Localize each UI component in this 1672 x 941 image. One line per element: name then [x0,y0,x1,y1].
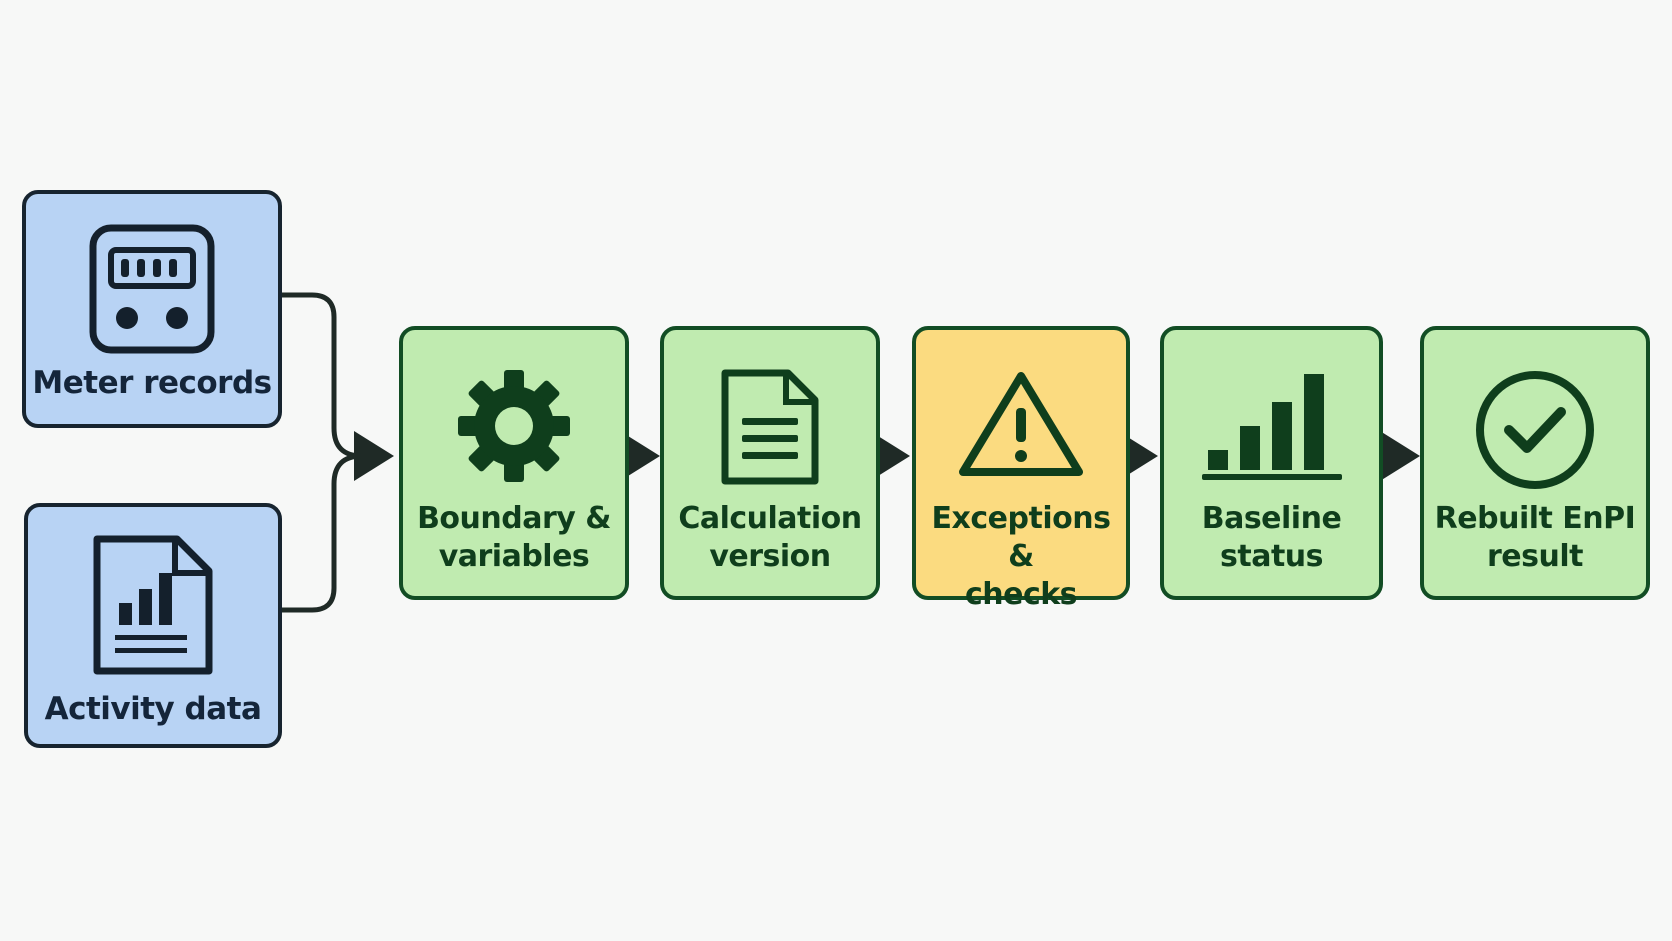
gear-icon [403,368,625,484]
input-label: Activity data [44,691,262,727]
step-label: Boundary & variables [417,501,611,574]
connector-meter-records [282,292,394,481]
step-label: Calculation version [678,501,862,574]
bar-chart-icon [1164,370,1379,482]
step-calculation-version: Calculation version [660,326,880,600]
input-meter-records: Meter records [22,190,282,428]
step-label: Exceptions & checks [931,501,1111,612]
step-baseline-status: Baseline status [1160,326,1383,600]
check-circle-icon [1424,368,1646,492]
data-report-icon [28,533,278,677]
step-exceptions-checks: Exceptions & checks [912,326,1130,612]
input-label: Meter records [32,365,272,401]
step-boundary-variables: Boundary & variables [399,326,629,600]
document-icon [664,368,876,486]
meter-icon [26,224,278,354]
warning-icon [916,368,1126,480]
step-label: Baseline status [1201,501,1342,574]
step-label: Rebuilt EnPI result [1434,501,1636,574]
step-rebuilt-enpi-result: Rebuilt EnPI result [1420,326,1650,600]
connector-activity-data [282,453,384,613]
input-activity-data: Activity data [24,503,282,748]
